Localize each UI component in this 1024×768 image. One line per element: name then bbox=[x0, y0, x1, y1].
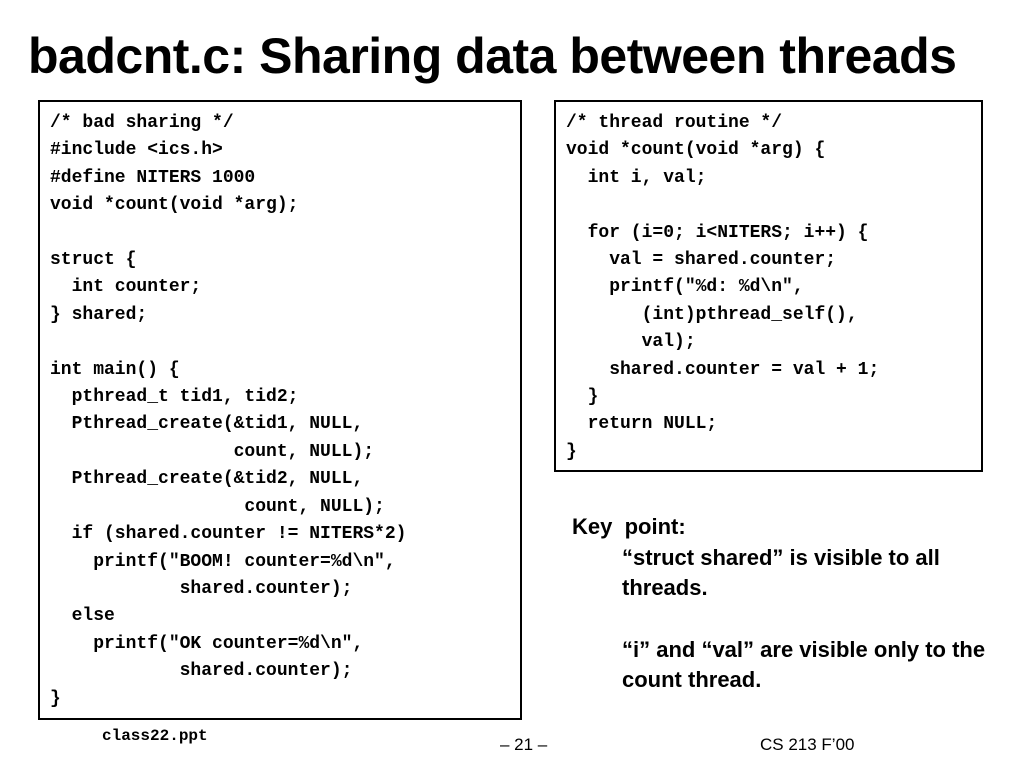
footer-filename: class22.ppt bbox=[102, 727, 208, 745]
footer-page-number: – 21 – bbox=[500, 735, 548, 754]
key-point-note: Key point: “struct shared” is visible to… bbox=[572, 512, 1002, 696]
footer-course-label: CS 213 F’00 bbox=[760, 735, 855, 754]
key-point-spacer bbox=[572, 604, 1002, 635]
thread-routine-code-listing: /* thread routine */ void *count(void *a… bbox=[566, 113, 880, 462]
slide-title: badcnt.c: Sharing data between threads bbox=[28, 28, 957, 84]
key-point-shared-visibility: “struct shared” is visible to all thread… bbox=[622, 544, 940, 601]
key-point-heading: Key point: bbox=[572, 514, 686, 539]
key-point-local-visibility: “i” and “val” are visible only to the co… bbox=[622, 636, 986, 693]
main-code-box: /* bad sharing */ #include <ics.h> #defi… bbox=[38, 100, 522, 720]
thread-routine-code-box: /* thread routine */ void *count(void *a… bbox=[554, 100, 983, 472]
main-code-listing: /* bad sharing */ #include <ics.h> #defi… bbox=[50, 113, 407, 709]
